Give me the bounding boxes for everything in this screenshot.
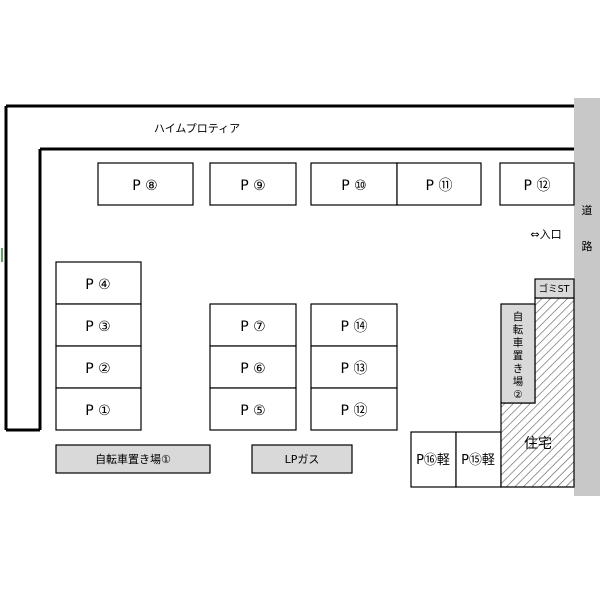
road (574, 98, 600, 496)
lp-gas-label: LPガス (285, 453, 320, 466)
space-p11: P ⑪ (396, 162, 482, 206)
house-label: 住宅 (524, 436, 552, 452)
space-p5-label: P ⑤ (240, 403, 265, 419)
space-p7-label: P ⑦ (240, 319, 265, 335)
bike-parking-2-char: ② (513, 389, 522, 401)
bike-parking-1: 自転車置き場① (55, 444, 211, 474)
space-p12-bottom-label: P ⑫ (341, 403, 368, 419)
road-label-1: 道 (582, 203, 593, 217)
space-p10: P ⑩ (310, 162, 398, 206)
space-p15-label: P⑮軽 (461, 453, 495, 468)
bike-parking-2-char: 場 (513, 375, 524, 388)
space-p14: P ⑭ (310, 303, 398, 347)
space-p16-label: P⑯軽 (416, 453, 450, 468)
space-p10-label: P ⑩ (341, 178, 366, 194)
space-p2-label: P ② (85, 361, 110, 377)
garbage-station-label: ゴミST (539, 283, 570, 295)
bike-parking-2-char: 転 (513, 324, 524, 336)
space-p6: P ⑥ (209, 345, 297, 389)
space-p3: P ③ (55, 303, 142, 347)
space-p12-top-label: P ⑫ (524, 178, 551, 194)
space-p8: P ⑧ (97, 162, 194, 206)
garbage-station: ゴミST (534, 278, 575, 299)
bike-parking-2-char: 置 (513, 350, 524, 362)
space-p9-label: P ⑨ (240, 178, 265, 194)
space-p4-label: P ④ (85, 277, 110, 293)
space-p5: P ⑤ (209, 387, 297, 431)
space-p6-label: P ⑥ (240, 361, 265, 377)
space-p9: P ⑨ (209, 162, 297, 206)
space-p1: P ① (55, 387, 142, 431)
space-p13-label: P ⑬ (341, 361, 368, 377)
road-label-2: 路 (582, 240, 593, 253)
space-p15: P⑮軽 (455, 431, 502, 488)
bike-parking-1-label: 自転車置き場① (95, 452, 171, 466)
space-p12-top: P ⑫ (499, 162, 575, 206)
space-p7: P ⑦ (209, 303, 297, 347)
bike-parking-2-char: 自 (513, 310, 524, 323)
lp-gas: LPガス (251, 444, 353, 474)
space-p8-label: P ⑧ (132, 178, 157, 194)
space-p4: P ④ (55, 261, 142, 305)
space-p16: P⑯軽 (410, 431, 457, 488)
bike-parking-2-char: き (513, 363, 524, 375)
space-p13: P ⑬ (310, 345, 398, 389)
space-p2: P ② (55, 345, 142, 389)
entrance-label: ⇔入口 (530, 228, 561, 241)
bike-parking-2-char: 車 (513, 336, 524, 349)
space-p11-label: P ⑪ (426, 178, 453, 194)
space-p12-bottom: P ⑫ (310, 387, 398, 431)
space-p1-label: P ① (85, 403, 110, 419)
space-p14-label: P ⑭ (341, 319, 368, 335)
building-name: ハイムプロティア (154, 122, 240, 135)
space-p3-label: P ③ (85, 319, 110, 335)
